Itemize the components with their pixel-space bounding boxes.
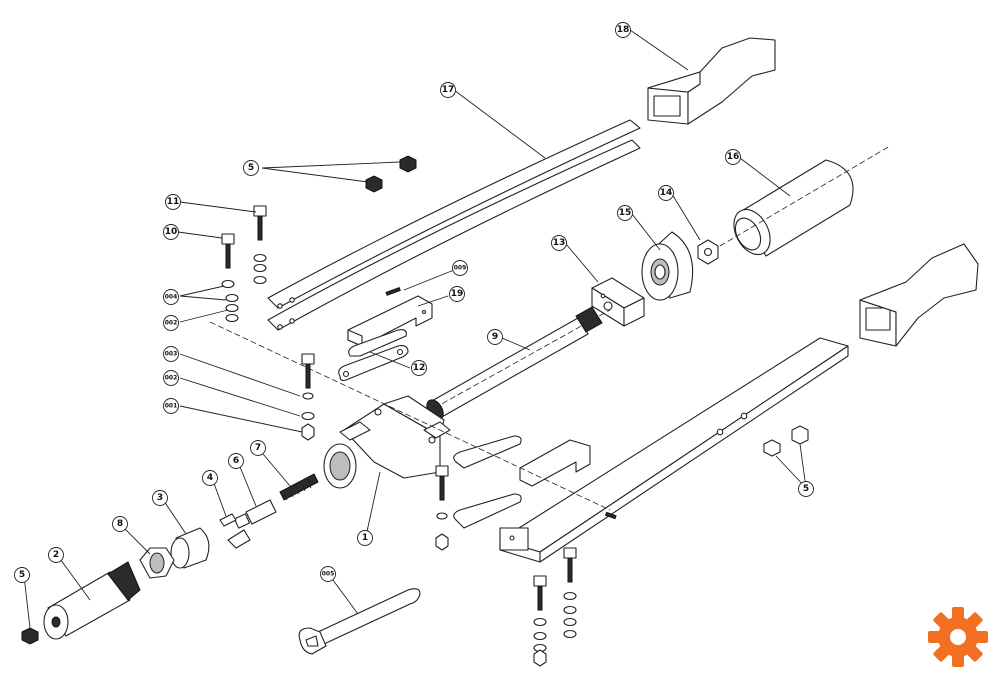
part-6-plunger — [233, 499, 277, 529]
callout-11-label: 11 — [167, 197, 180, 207]
callout-001-label: 001 — [165, 403, 178, 410]
callout-005-label: 005 — [322, 571, 335, 578]
grease-fittings — [21, 155, 809, 645]
callout-19-label: 19 — [451, 289, 464, 299]
callout-9-label: 9 — [492, 332, 498, 342]
callout-17-label: 17 — [442, 85, 455, 95]
wrench-005 — [298, 588, 421, 655]
part-2-threaded-barrel — [43, 561, 141, 640]
callout-009-label: 009 — [454, 265, 467, 272]
callout-2: 2 — [48, 547, 64, 563]
callout-2-label: 2 — [53, 550, 59, 560]
callout-002-top-label: 002 — [165, 320, 178, 327]
callout-1-label: 1 — [362, 533, 368, 543]
callout-4-label: 4 — [207, 473, 213, 483]
callout-18: 18 — [615, 22, 631, 38]
callout-9: 9 — [487, 329, 503, 345]
part-17-leaf-spring — [267, 119, 641, 331]
part-7-spring — [279, 473, 319, 501]
part-14-nut — [697, 239, 719, 265]
part-18-handle-grip — [647, 37, 776, 125]
callout-5-top: 5 — [243, 160, 259, 176]
callout-19: 19 — [449, 286, 465, 302]
callout-002-bottom: 002 — [163, 370, 179, 386]
callout-15-label: 15 — [619, 208, 632, 218]
part-13-clamp-block — [591, 277, 645, 327]
callout-8: 8 — [112, 516, 128, 532]
callout-6: 6 — [228, 453, 244, 469]
callout-16-label: 16 — [727, 152, 740, 162]
callout-13-label: 13 — [553, 238, 566, 248]
callout-14: 14 — [658, 185, 674, 201]
callout-002-bottom-label: 002 — [165, 375, 178, 382]
callout-1: 1 — [357, 530, 373, 546]
callout-5-left-label: 5 — [19, 570, 25, 580]
callout-7: 7 — [250, 440, 266, 456]
callout-005: 005 — [320, 566, 336, 582]
main-frame-rail — [499, 337, 849, 563]
fasteners — [221, 205, 617, 667]
callout-009: 009 — [452, 260, 468, 276]
callout-5-right-label: 5 — [803, 484, 809, 494]
callout-5-right: 5 — [798, 481, 814, 497]
callout-15: 15 — [617, 205, 633, 221]
callout-7-label: 7 — [255, 443, 261, 453]
handle-grip-right — [859, 243, 979, 347]
leader-lines — [23, 29, 807, 629]
callout-16: 16 — [725, 149, 741, 165]
part-4-pins — [219, 513, 251, 549]
callout-17: 17 — [440, 82, 456, 98]
callout-18-label: 18 — [617, 25, 630, 35]
callout-3: 3 — [152, 490, 168, 506]
callout-002-top: 002 — [163, 315, 179, 331]
callout-12-label: 12 — [413, 363, 426, 373]
callout-004: 004 — [163, 289, 179, 305]
callout-5-left: 5 — [14, 567, 30, 583]
callout-11: 11 — [165, 194, 181, 210]
center-line — [209, 321, 611, 511]
callout-001: 001 — [163, 398, 179, 414]
part-15-wheel — [641, 231, 694, 301]
callout-6-label: 6 — [233, 456, 239, 466]
part-9-threaded-shaft — [394, 306, 611, 431]
callout-8-label: 8 — [117, 519, 123, 529]
callout-12: 12 — [411, 360, 427, 376]
callout-5-top-label: 5 — [248, 163, 254, 173]
callout-14-label: 14 — [660, 188, 673, 198]
part-16-tube-sleeve — [719, 145, 891, 257]
part-3-ferrule — [170, 527, 210, 569]
callout-10-label: 10 — [165, 227, 178, 237]
callout-003-label: 003 — [165, 351, 178, 358]
gear-icon — [928, 607, 988, 667]
part-19-bracket — [347, 295, 433, 347]
callout-13: 13 — [551, 235, 567, 251]
part-12-link-plate — [338, 329, 409, 382]
callout-003: 003 — [163, 346, 179, 362]
callout-10: 10 — [163, 224, 179, 240]
callout-004-label: 004 — [165, 294, 178, 301]
callout-3-label: 3 — [157, 493, 163, 503]
callout-4: 4 — [202, 470, 218, 486]
part-8-lock-nut — [139, 547, 175, 579]
